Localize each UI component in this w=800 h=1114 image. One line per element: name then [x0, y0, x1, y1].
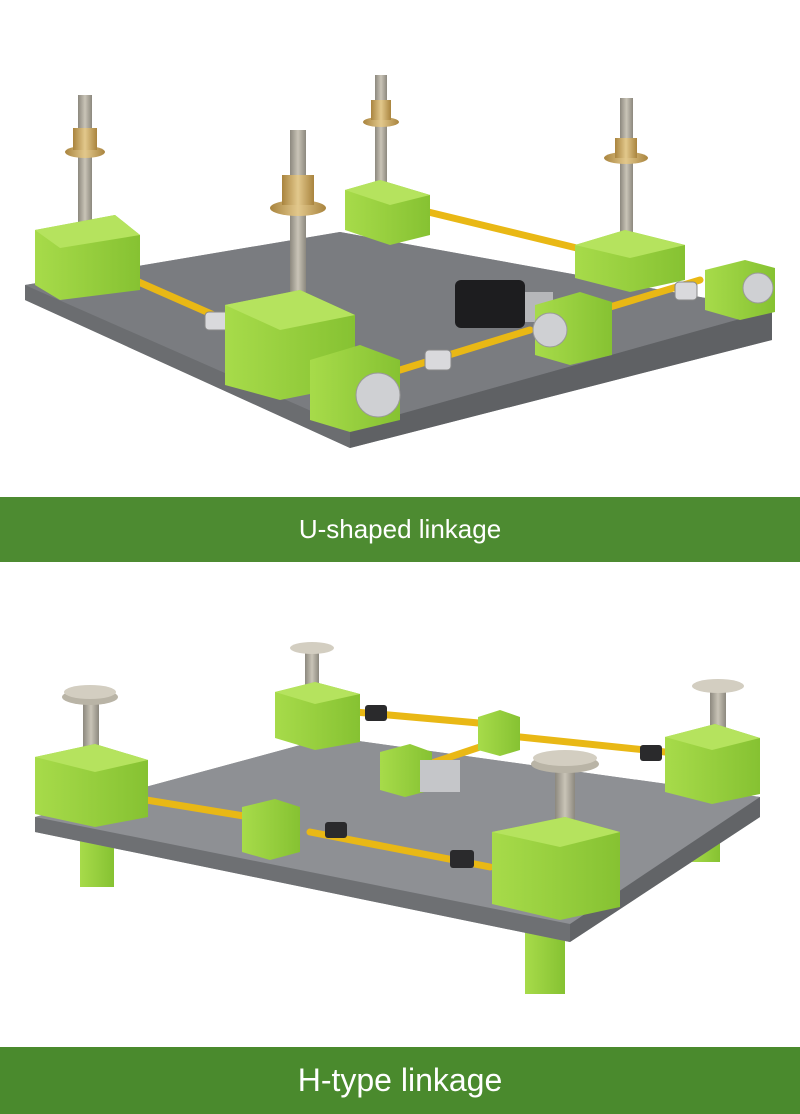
screw-jack-icon	[35, 685, 148, 827]
screw-jack-icon	[35, 95, 140, 300]
right-angle-gearbox	[380, 744, 460, 797]
h-linkage-caption: H-type linkage	[297, 1062, 503, 1098]
screw-jack-icon	[492, 750, 620, 920]
screw-jack-icon	[665, 679, 760, 804]
mounting-flange-icon	[420, 760, 460, 792]
caption-banner-h: H-type linkage	[0, 1047, 800, 1114]
right-angle-gearbox	[705, 260, 775, 320]
h-linkage-drawing	[35, 642, 760, 994]
caption-banner-u: U-shaped linkage	[0, 497, 800, 562]
screw-jack-icon	[275, 642, 360, 750]
right-angle-gearbox	[532, 292, 612, 365]
screw-jack-icon	[345, 75, 430, 245]
screw-jack-icon	[575, 98, 685, 292]
right-angle-gearbox	[478, 710, 520, 756]
u-linkage-illustration	[0, 0, 800, 497]
right-angle-gearbox	[310, 345, 401, 432]
u-linkage-caption: U-shaped linkage	[298, 514, 502, 544]
right-angle-gearbox	[242, 799, 300, 860]
h-linkage-illustration	[0, 562, 800, 1047]
u-linkage-drawing	[25, 75, 775, 448]
support-legs	[80, 832, 720, 994]
